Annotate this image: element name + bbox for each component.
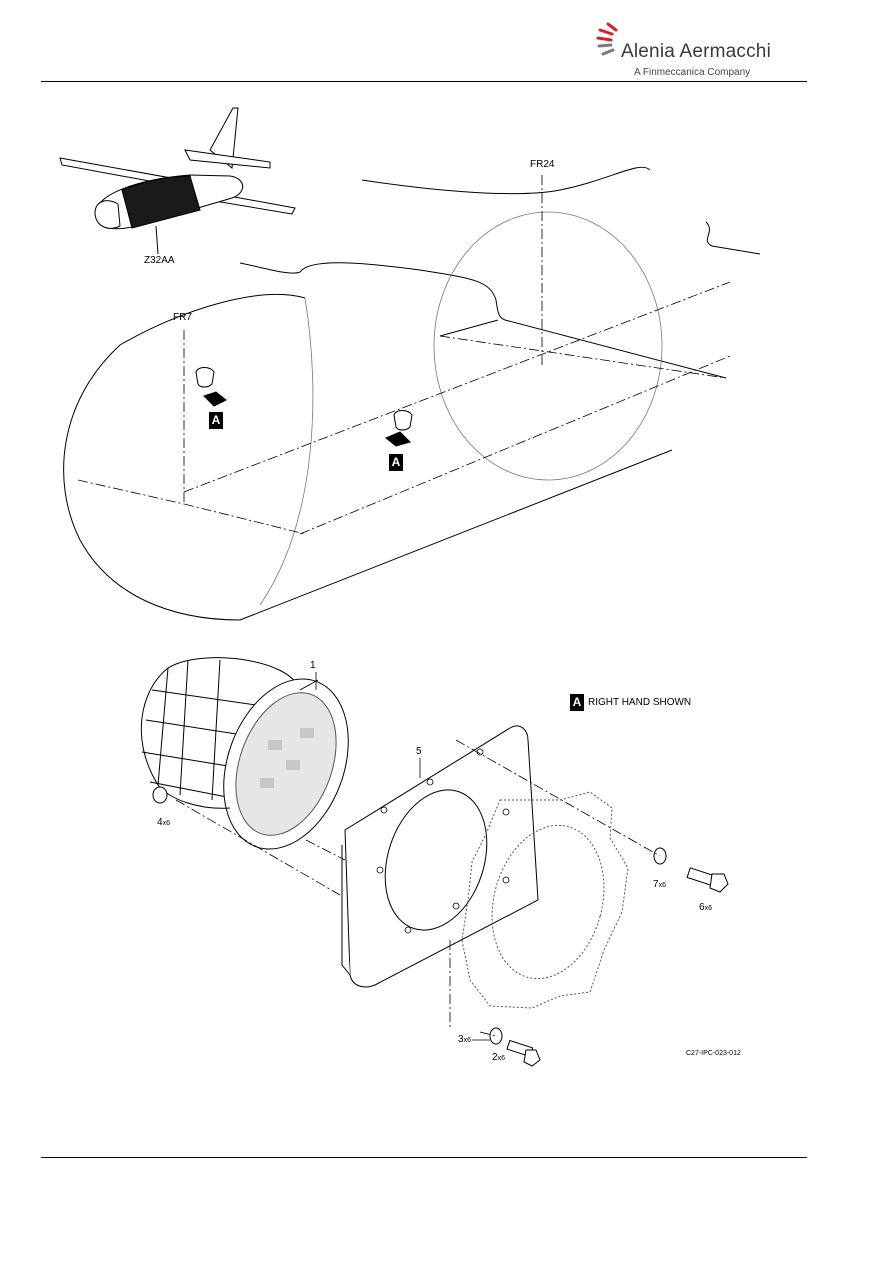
fuselage-cylinder [63, 166, 761, 621]
frame-label-fr7: FR7 [173, 312, 192, 323]
gasket [461, 791, 629, 1009]
header-rule [41, 81, 807, 82]
item-callout: 5 [416, 746, 422, 757]
mounting-plate [341, 725, 539, 988]
item-callout: 7x6 [653, 879, 666, 890]
company-name: Alenia Aermacchi [621, 41, 771, 62]
aircraft-locator [59, 107, 296, 255]
item-callout: 4x6 [157, 817, 170, 828]
item-callout: 3x6 [458, 1034, 471, 1045]
frame-label-fr24: FR24 [530, 159, 555, 170]
zone-label: Z32AA [144, 255, 175, 266]
strainer-assembly [140, 657, 349, 850]
view-a-legend-marker: A [570, 694, 584, 711]
footer-rule [41, 1157, 807, 1158]
company-tagline: A Finmeccanica Company [634, 67, 751, 78]
strainer-mesh [260, 728, 314, 788]
view-a-marker: A [209, 412, 223, 429]
view-a-marker: A [389, 454, 403, 471]
item-callout: 6x6 [699, 902, 712, 913]
drawing-id: C27-IPC-023-012 [686, 1050, 741, 1057]
item-callout: 1 [310, 660, 316, 671]
view-note: RIGHT HAND SHOWN [588, 697, 692, 708]
item-callout: 2x6 [492, 1052, 505, 1063]
